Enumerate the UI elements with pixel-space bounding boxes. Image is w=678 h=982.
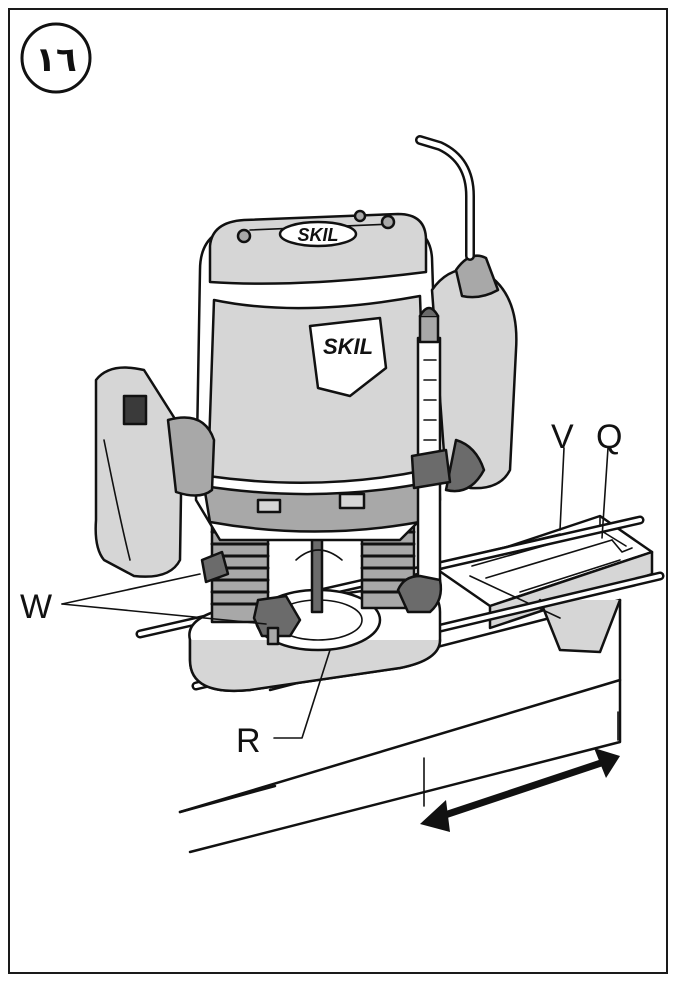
left-handle bbox=[94, 366, 216, 578]
brand-logo-front: SKIL bbox=[323, 334, 373, 359]
right-handle bbox=[415, 135, 518, 493]
brand-logo-top: SKIL bbox=[297, 225, 338, 245]
figure-number-badge: ١٦ bbox=[20, 22, 92, 94]
wing-screws bbox=[200, 550, 302, 646]
label-w: W bbox=[20, 588, 52, 626]
callout-leaders bbox=[61, 447, 609, 739]
depth-stop-rod bbox=[396, 306, 452, 614]
figure-number: ١٦ bbox=[35, 40, 77, 80]
label-r: R bbox=[236, 722, 261, 760]
motor-housing: SKIL SKIL bbox=[194, 209, 442, 542]
feed-direction-arrow-icon bbox=[420, 711, 620, 832]
label-q: Q bbox=[596, 418, 622, 456]
label-v: V bbox=[551, 418, 574, 456]
